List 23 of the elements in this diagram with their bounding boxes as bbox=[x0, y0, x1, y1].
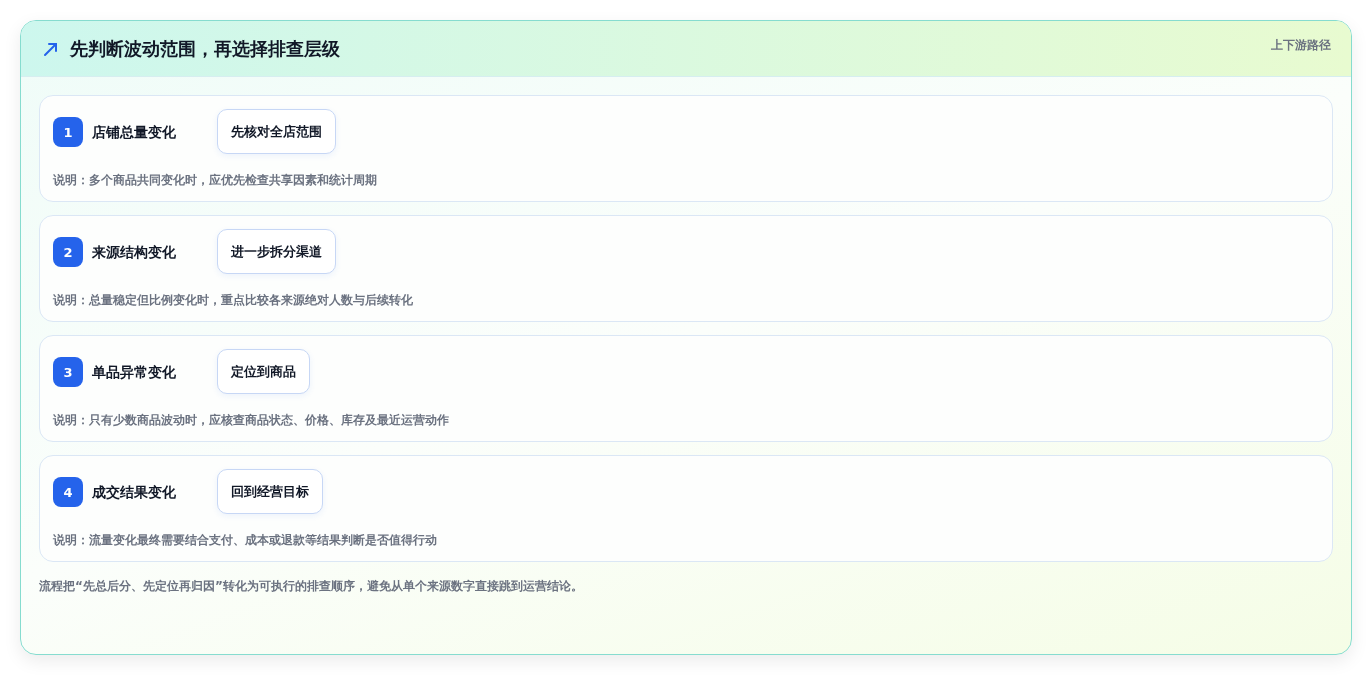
step-card bbox=[39, 455, 1333, 562]
step-card bbox=[39, 335, 1333, 442]
step-description: 说明：多个商品共同变化时，应优先检查共享因素和统计周期 bbox=[53, 172, 377, 189]
step-card bbox=[39, 215, 1333, 322]
header-note: 上下游路径 bbox=[1271, 37, 1331, 54]
step-card bbox=[39, 95, 1333, 202]
step-title: 店铺总量变化 bbox=[92, 124, 176, 142]
step-number-badge: 2 bbox=[53, 237, 83, 267]
step-description: 说明：只有少数商品波动时，应核查商品状态、价格、库存及最近运营动作 bbox=[53, 412, 449, 429]
step-number-badge: 4 bbox=[53, 477, 83, 507]
step-description: 说明：流量变化最终需要结合支付、成本或退款等结果判断是否值得行动 bbox=[53, 532, 437, 549]
action-tag: 定位到商品 bbox=[217, 349, 310, 394]
action-tag: 回到经营目标 bbox=[217, 469, 323, 514]
action-tag: 进一步拆分渠道 bbox=[217, 229, 336, 274]
step-number-badge: 3 bbox=[53, 357, 83, 387]
action-tag: 先核对全店范围 bbox=[217, 109, 336, 154]
step-title: 来源结构变化 bbox=[92, 244, 176, 262]
step-title: 单品异常变化 bbox=[92, 364, 176, 382]
step-title: 成交结果变化 bbox=[92, 484, 176, 502]
step-description: 说明：总量稳定但比例变化时，重点比较各来源绝对人数与后续转化 bbox=[53, 292, 413, 309]
step-number-badge: 1 bbox=[53, 117, 83, 147]
panel-title: 先判断波动范围，再选择排查层级 bbox=[70, 37, 340, 61]
footnote-text: 流程把“先总后分、先定位再归因”转化为可执行的排查顺序，避免从单个来源数字直接跳到运营结论。 bbox=[39, 578, 583, 595]
